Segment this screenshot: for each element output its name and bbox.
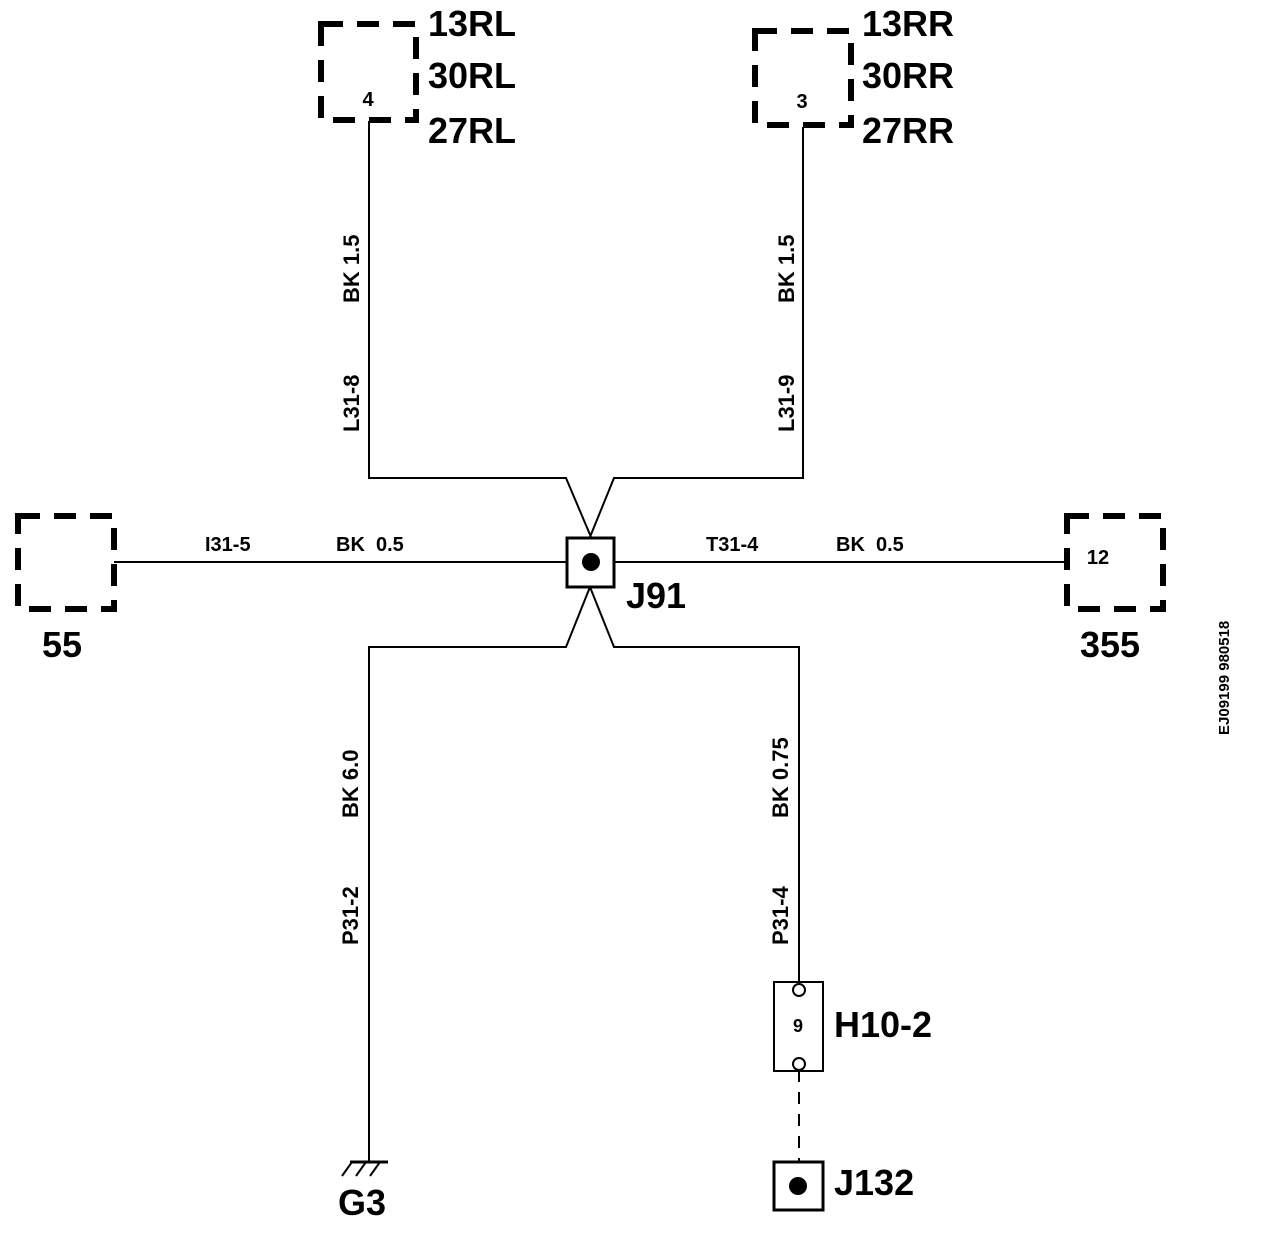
drawing-id: EJ09199 980518	[1216, 621, 1233, 735]
wire-rl	[368, 121, 592, 538]
wire-rr-spec: BK 1.5	[774, 235, 799, 303]
connector-rl-box	[318, 21, 419, 123]
connector-left-box	[15, 513, 117, 612]
wire-h10	[589, 586, 800, 984]
ground-hatch-2	[355, 1161, 367, 1177]
wire-ground-circuit: P31-2	[338, 886, 363, 945]
wire-rr-circuit: L31-9	[774, 375, 799, 432]
connector-h10-pin: 9	[793, 1016, 803, 1036]
connector-h10-terminal-top	[792, 983, 806, 997]
wire-rl-spec: BK 1.5	[339, 235, 364, 303]
connector-left-label: 55	[42, 624, 82, 665]
wire-ground-spec: BK 6.0	[338, 750, 363, 818]
wire-h10-circuit: P31-4	[768, 886, 793, 945]
connector-rl-label-2: 30RL	[428, 55, 516, 96]
wire-rr	[589, 127, 804, 538]
wire-labels: BK 1.5 L31-8 BK 1.5 L31-9 BK 6.0 P31-2 B…	[205, 235, 904, 945]
ground-g3: G3	[338, 1160, 388, 1223]
splice-j132-dot	[789, 1177, 807, 1195]
splice-j132: J132	[772, 1160, 914, 1212]
wire-right-spec: BK 0.5	[836, 534, 904, 556]
wire-left-circuit: I31-5	[205, 534, 251, 556]
splice-j91-label: J91	[626, 575, 686, 616]
connector-right-box	[1064, 513, 1166, 612]
connector-rl-label-1: 13RL	[428, 3, 516, 44]
ground-hatch-3	[369, 1161, 381, 1177]
splice-j91-dot	[582, 553, 600, 571]
wire-h10-spec: BK 0.75	[768, 737, 793, 818]
connector-rl: 4 13RL 30RL 27RL	[318, 3, 516, 151]
wire-rl-circuit: L31-8	[339, 375, 364, 432]
wire-left-spec: BK 0.5	[336, 534, 404, 556]
connector-h10-terminal-bottom	[792, 1057, 806, 1071]
connector-rr-pin: 3	[796, 91, 807, 113]
wire-right-circuit: T31-4	[706, 534, 759, 556]
connector-right: 12 355	[1064, 513, 1166, 665]
connector-h10-label: H10-2	[834, 1004, 932, 1045]
connector-rr-label-3: 27RR	[862, 110, 954, 151]
connector-rl-label-3: 27RL	[428, 110, 516, 151]
splice-j91: J91	[565, 536, 686, 616]
connector-rr-label-1: 13RR	[862, 3, 954, 44]
connector-left: 55	[15, 513, 117, 665]
wires	[114, 121, 1067, 1162]
connector-rr-box	[752, 28, 854, 128]
splice-j132-label: J132	[834, 1162, 914, 1203]
connector-h10: 9 H10-2	[773, 981, 932, 1072]
connector-rr-label-2: 30RR	[862, 55, 954, 96]
connector-rr: 3 13RR 30RR 27RR	[752, 3, 954, 151]
connector-right-label: 355	[1080, 624, 1140, 665]
ground-label: G3	[338, 1182, 386, 1223]
splice-j132-box	[772, 1160, 825, 1212]
ground-hatch-1	[341, 1161, 353, 1177]
connector-rl-pin: 4	[362, 89, 374, 111]
connector-right-pin: 12	[1087, 547, 1109, 569]
wire-ground	[368, 586, 591, 1162]
